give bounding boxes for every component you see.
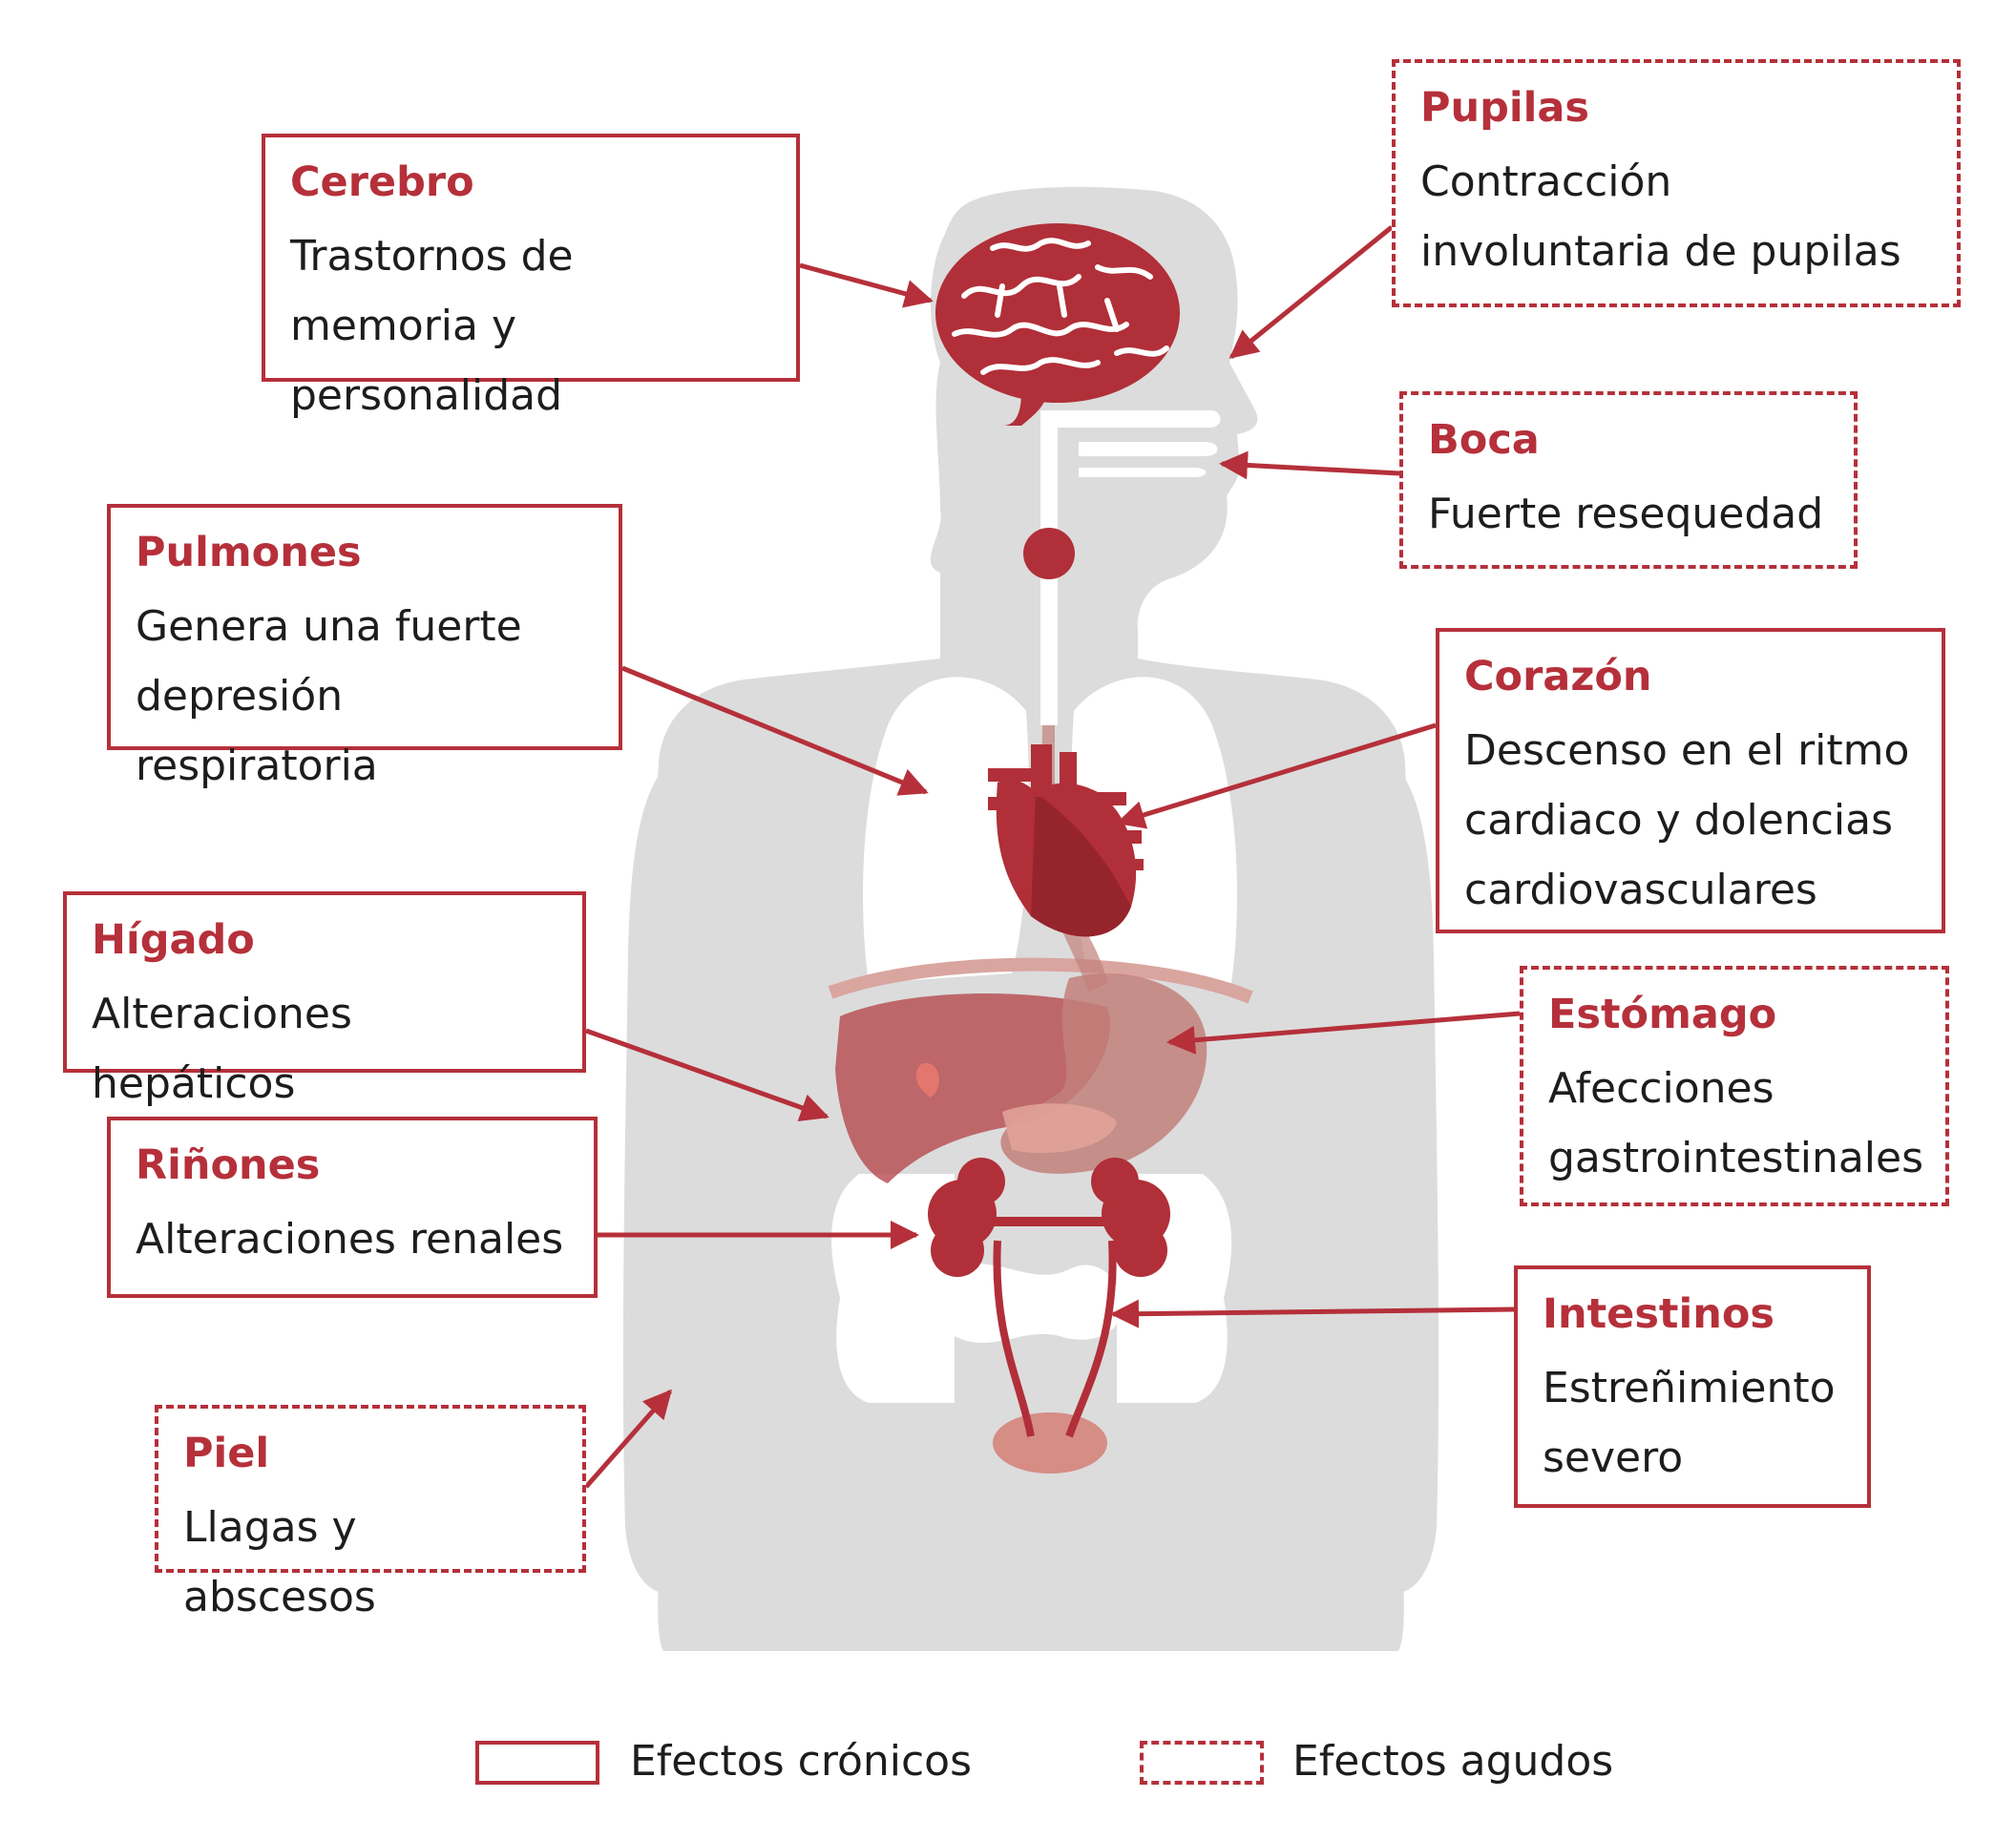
arrow-boca <box>1219 450 1400 480</box>
piel-box: Piel Llagas y abscesos <box>155 1405 586 1621</box>
pulmones-box: Pulmones Genera una fuerte depresión res… <box>107 504 622 790</box>
corazon-box: Corazón Descenso en el ritmo cardiaco y … <box>1436 628 1945 933</box>
higado-title: Hígado <box>92 916 255 964</box>
arrow-estomago <box>1166 1011 1521 1055</box>
kidney-right <box>1114 1223 1167 1277</box>
arrow-higado <box>585 1028 830 1122</box>
higado-box: Hígado Alteraciones hepáticos <box>63 891 586 1108</box>
boca-box: Boca Fuerte resequedad <box>1399 391 1858 569</box>
intestine-left <box>831 1174 955 1403</box>
legend-chronic-label: Efectos crónicos <box>630 1737 973 1786</box>
intestinos-title: Intestinos <box>1543 1290 1774 1338</box>
mouth-line <box>1079 442 1218 456</box>
legend-acute-swatch <box>1140 1741 1264 1785</box>
cerebro-text: Trastornos de memoria y personalidad <box>290 232 574 420</box>
cerebro-box: Cerebro Trastornos de memoria y personal… <box>262 134 800 420</box>
corazon-title: Corazón <box>1464 653 1652 700</box>
heart <box>988 744 1144 937</box>
brain <box>935 223 1180 426</box>
arrow-pupilas <box>1228 225 1394 359</box>
urinary-system <box>928 1158 1170 1474</box>
legend-acute-label: Efectos agudos <box>1292 1737 1614 1786</box>
left-ureter <box>993 1240 1035 1437</box>
cerebro-title: Cerebro <box>290 158 474 206</box>
corazon-text: Descenso en el ritmo cardiaco y dolencia… <box>1464 726 1910 914</box>
pupilas-box: Pupilas Contracción involuntaria de pupi… <box>1392 59 1961 307</box>
diaphragm <box>828 957 1253 1004</box>
rinones-title: Riñones <box>136 1141 321 1189</box>
gallbladder <box>915 1063 939 1098</box>
boca-text: Fuerte resequedad <box>1428 490 1824 538</box>
estomago-box: Estómago Afecciones gastrointestinales <box>1520 966 1949 1206</box>
pupilas-title: Pupilas <box>1420 84 1589 132</box>
right-ureter <box>1065 1240 1117 1438</box>
piel-title: Piel <box>183 1430 270 1477</box>
arrow-intestinos <box>1110 1299 1515 1328</box>
arrow-pulmones <box>621 665 929 796</box>
pancreas <box>1002 1103 1117 1154</box>
arrow-corazon <box>1116 722 1437 829</box>
arrow-cerebro <box>799 262 934 308</box>
pupilas-text: Contracción involuntaria de pupilas <box>1420 157 1901 276</box>
estomago-text: Afecciones gastrointestinales <box>1548 1064 1924 1182</box>
intestine-center <box>955 1264 1122 1344</box>
estomago-title: Estómago <box>1548 991 1777 1038</box>
pulmones-title: Pulmones <box>136 529 362 576</box>
bladder <box>993 1412 1107 1474</box>
rinones-text: Alteraciones renales <box>136 1215 564 1264</box>
boca-title: Boca <box>1428 416 1540 464</box>
leader-lines <box>584 225 1521 1489</box>
thyroid <box>1023 528 1075 579</box>
rinones-box: Riñones Alteraciones renales <box>107 1117 598 1298</box>
pulmones-text: Genera una fuerte depresión respiratoria <box>136 602 522 790</box>
left-lung <box>863 677 1029 983</box>
intestinos-box: Intestinos Estreñimiento severo <box>1514 1265 1871 1508</box>
arrow-piel <box>584 1389 672 1489</box>
liver <box>835 993 1110 1183</box>
piel-text: Llagas y abscesos <box>183 1503 376 1621</box>
legend-chronic-swatch <box>475 1741 599 1785</box>
kidney-left <box>931 1223 984 1277</box>
higado-text: Alteraciones hepáticos <box>92 990 352 1108</box>
intestinos-text: Estreñimiento severo <box>1543 1364 1836 1482</box>
mouth-line <box>1079 468 1207 477</box>
